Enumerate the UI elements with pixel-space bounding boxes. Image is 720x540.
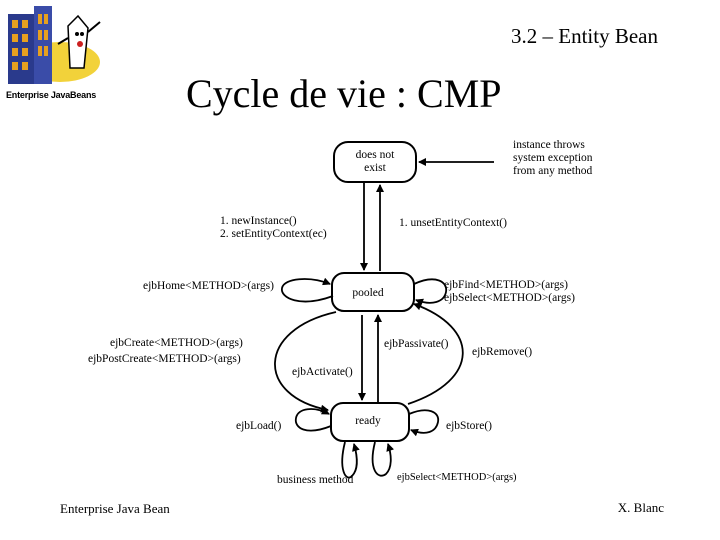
loop-ejb-find xyxy=(413,278,448,307)
label-unset-entity-context: 1. unsetEntityContext() xyxy=(399,217,507,229)
label-ejb-select-pooled: ejbSelect<METHOD>(args) xyxy=(444,292,575,304)
state-ready: ready xyxy=(330,402,410,442)
state-pooled: pooled xyxy=(331,272,415,312)
loop-ejb-select xyxy=(371,441,395,477)
arrow-ejb-create xyxy=(274,311,337,413)
loop-ejb-load xyxy=(295,407,332,432)
label-ejb-store: ejbStore() xyxy=(446,420,492,432)
label-instance-throws-1: instance throws xyxy=(513,139,585,151)
label-ejb-load: ejbLoad() xyxy=(236,420,282,432)
label-ejb-remove: ejbRemove() xyxy=(472,346,532,358)
label-ejb-post-create: ejbPostCreate<METHOD>(args) xyxy=(88,353,241,365)
label-instance-throws-2: system exception xyxy=(513,152,593,164)
label-ejb-activate: ejbActivate() xyxy=(292,366,353,378)
footer-left: Enterprise Java Bean xyxy=(60,501,170,516)
state-does-not-exist: does not exist xyxy=(333,141,417,183)
arrow-ejb-remove xyxy=(407,302,464,405)
label-ejb-create: ejbCreate<METHOD>(args) xyxy=(110,337,243,349)
loop-ejb-home xyxy=(281,277,334,303)
state-does-not-exist-line1: does not xyxy=(356,149,395,161)
logo-text: Enterprise JavaBeans xyxy=(6,90,97,100)
label-ejb-home: ejbHome<METHOD>(args) xyxy=(143,280,274,292)
label-instance-throws-3: from any method xyxy=(513,165,592,177)
state-ready-label: ready xyxy=(355,415,381,427)
label-ejb-select-ready: ejbSelect<METHOD>(args) xyxy=(397,472,517,483)
label-ejb-find: ejbFind<METHOD>(args) xyxy=(444,279,568,291)
state-does-not-exist-line2: exist xyxy=(364,162,387,174)
loop-ejb-store xyxy=(408,409,440,437)
label-new-instance: 1. newInstance() xyxy=(220,215,297,227)
page-title: Cycle de vie : CMP xyxy=(186,71,502,116)
loop-business-method xyxy=(341,441,360,479)
label-business-method: business method xyxy=(277,474,354,486)
footer-author: X. Blanc xyxy=(617,500,664,515)
label-set-entity-context: 2. setEntityContext(ec) xyxy=(220,228,327,240)
enterprise-javabeans-logo xyxy=(4,4,104,106)
state-pooled-label: pooled xyxy=(352,287,384,299)
label-ejb-passivate: ejbPassivate() xyxy=(384,338,449,350)
logo-building-icon xyxy=(8,6,101,84)
section-heading: 3.2 – Entity Bean xyxy=(511,24,658,48)
